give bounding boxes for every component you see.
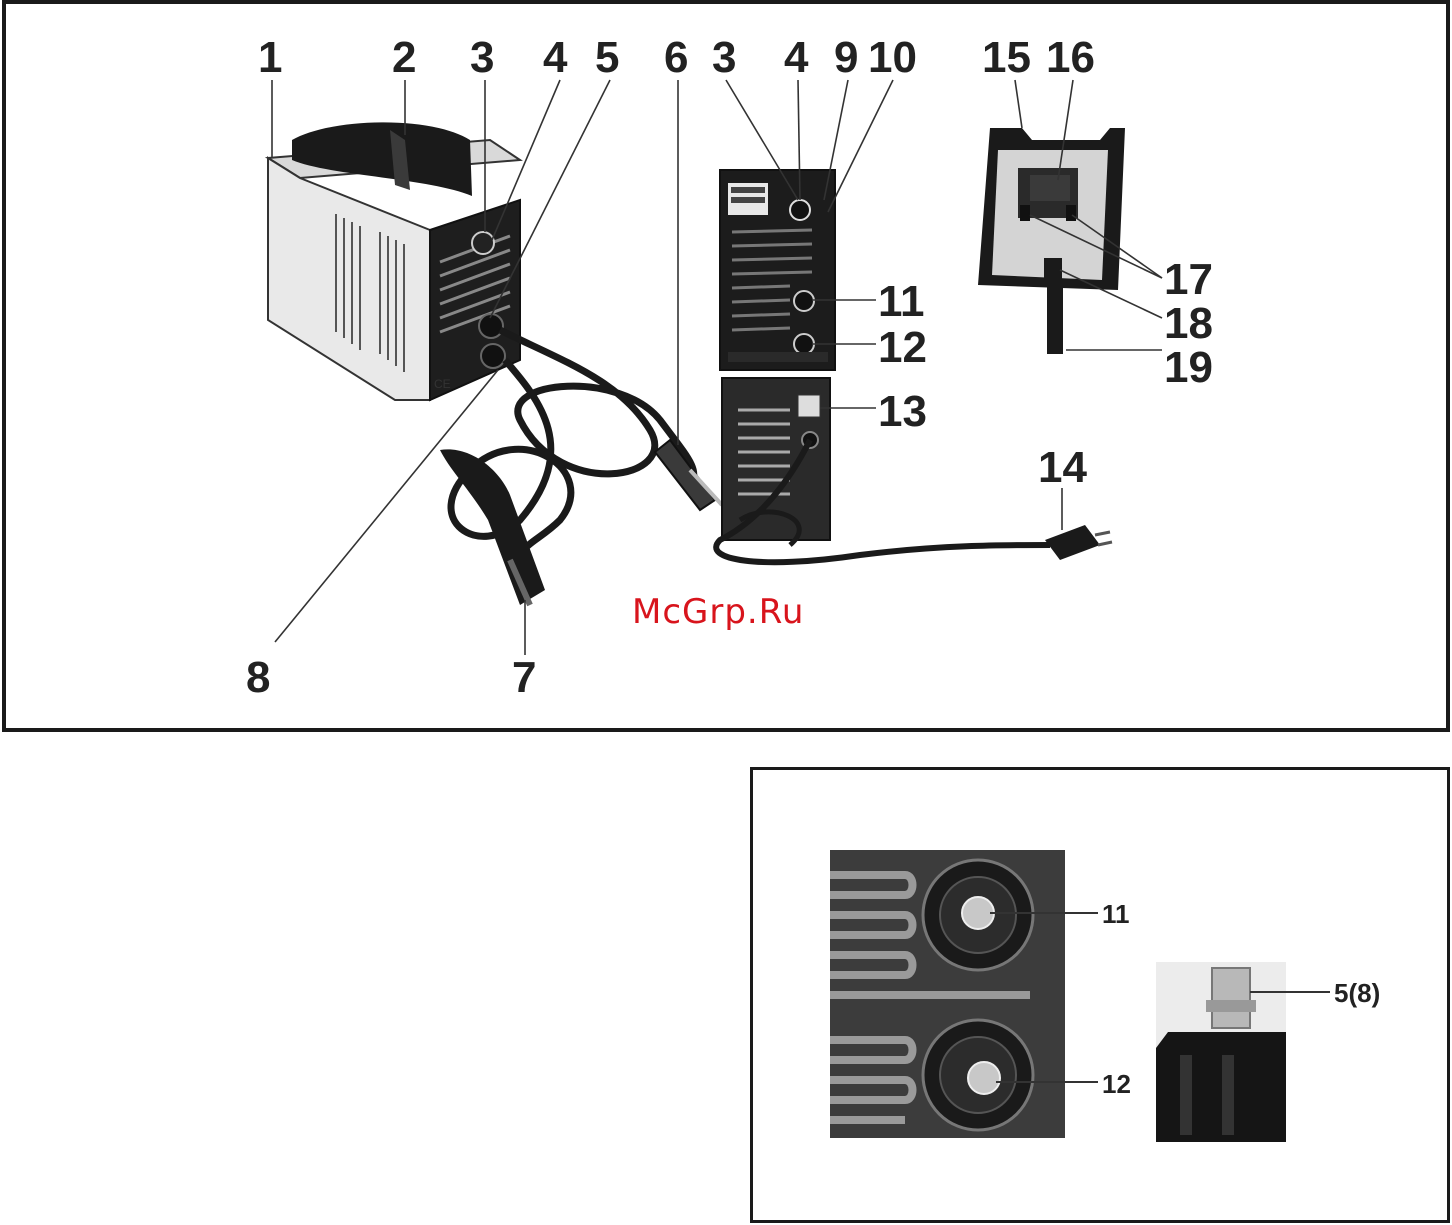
detail-callout-5-8: 5(8) <box>1334 978 1380 1008</box>
callout-19: 19 <box>1164 343 1213 392</box>
watermark-text: McGrp.Ru <box>632 592 804 632</box>
socket-detail-photo <box>830 850 1065 1138</box>
callout-5: 5 <box>595 33 619 82</box>
callout-13: 13 <box>878 387 927 436</box>
detail-callout-11: 11 <box>1102 899 1130 929</box>
callout-3b: 3 <box>712 33 736 82</box>
earth-clamp <box>655 440 722 510</box>
callout-12: 12 <box>878 323 927 372</box>
callout-4b: 4 <box>784 33 809 82</box>
callout-14: 14 <box>1038 443 1087 492</box>
welding-shield <box>978 128 1125 354</box>
callout-2: 2 <box>392 33 416 82</box>
connector-plug-photo <box>1156 962 1286 1142</box>
front-panel <box>720 170 835 370</box>
callout-6: 6 <box>664 33 688 82</box>
callout-17: 17 <box>1164 255 1213 304</box>
callout-1: 1 <box>258 33 282 82</box>
detail-callout-12: 12 <box>1102 1069 1131 1099</box>
callout-3: 3 <box>470 33 494 82</box>
callout-7: 7 <box>512 653 536 702</box>
callout-18: 18 <box>1164 299 1213 348</box>
callout-10: 10 <box>868 33 917 82</box>
welder-unit: CE <box>268 122 520 400</box>
callout-15: 15 <box>982 33 1031 82</box>
callout-16: 16 <box>1046 33 1095 82</box>
svg-text:CE: CE <box>434 377 451 391</box>
callout-11: 11 <box>878 277 925 326</box>
callout-4: 4 <box>543 33 568 82</box>
callout-9: 9 <box>834 33 858 82</box>
callout-8: 8 <box>246 653 270 702</box>
